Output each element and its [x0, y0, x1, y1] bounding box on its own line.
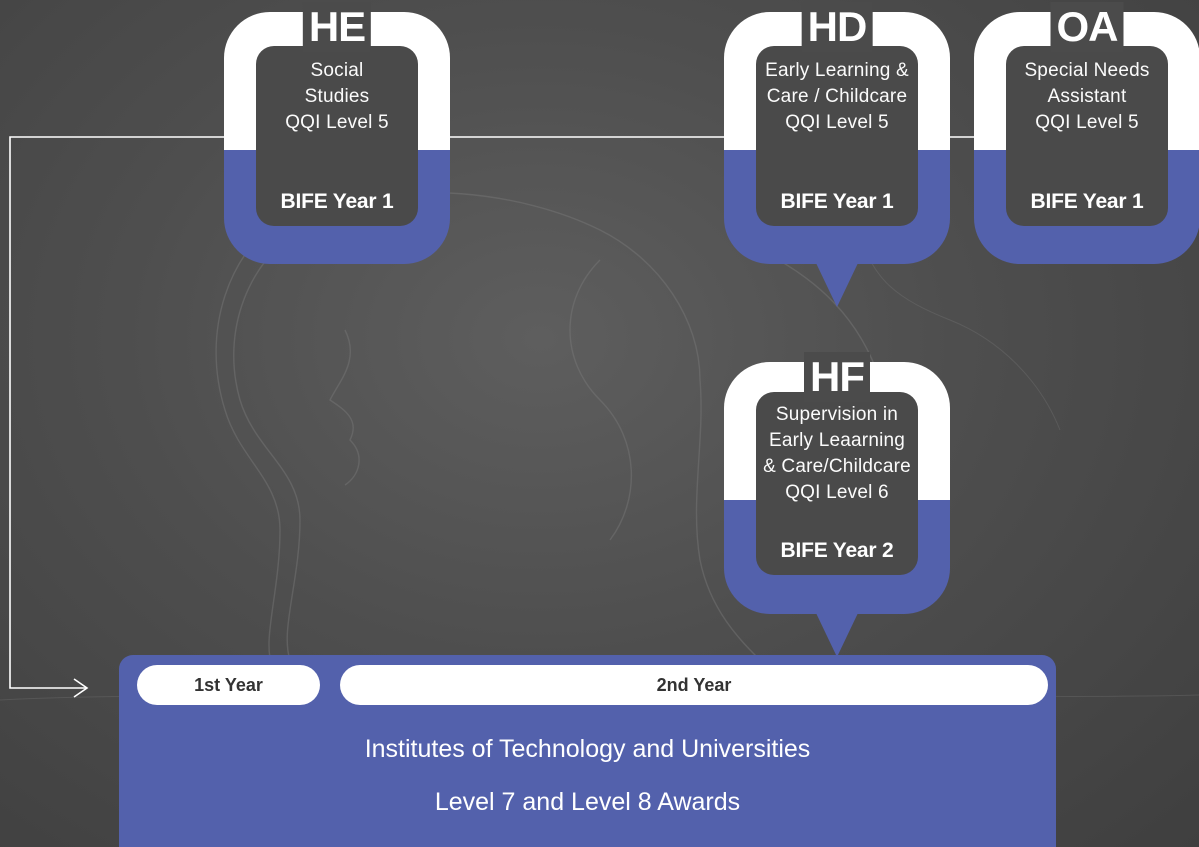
course-level: QQI Level 6: [785, 482, 889, 503]
path-to-awards-line: [9, 136, 224, 689]
pointer-down-icon: [816, 263, 858, 307]
course-year: BIFE Year 2: [780, 539, 894, 562]
first-year-tab[interactable]: 1st Year: [137, 665, 320, 705]
course-title-line: Early Learning &: [765, 60, 909, 81]
course-year: BIFE Year 1: [280, 190, 394, 213]
course-panel: Supervision in Early Leaarning & Care/Ch…: [756, 392, 918, 575]
course-title-line: Assistant: [1047, 86, 1127, 107]
course-title-line: Studies: [304, 86, 370, 107]
course-title-line: Social: [310, 60, 364, 81]
course-year: BIFE Year 1: [780, 190, 894, 213]
course-title-line: Care / Childcare: [766, 86, 908, 107]
course-card-hd[interactable]: Early Learning & Care / Childcare QQI Le…: [724, 2, 950, 307]
course-panel: Early Learning & Care / Childcare QQI Le…: [756, 46, 918, 226]
course-title-line: Early Leaarning: [768, 430, 906, 451]
course-code: HD: [801, 2, 873, 52]
course-panel: Social Studies QQI Level 5 BIFE Year 1: [256, 46, 418, 226]
course-title-line: & Care/Childcare: [763, 456, 911, 477]
arrow-head-icon: [73, 678, 89, 698]
course-code: OA: [1050, 2, 1124, 52]
awards-levels-text: Level 7 and Level 8 Awards: [434, 788, 741, 816]
course-card-hf[interactable]: Supervision in Early Leaarning & Care/Ch…: [724, 352, 950, 657]
course-card-oa[interactable]: Special Needs Assistant QQI Level 5 BIFE…: [974, 2, 1199, 264]
course-title-line: Special Needs: [1024, 60, 1150, 81]
second-year-tab[interactable]: 2nd Year: [340, 665, 1048, 705]
course-level: QQI Level 5: [1035, 112, 1139, 133]
course-title-line: Supervision in: [775, 404, 899, 425]
course-code: HE: [302, 2, 372, 52]
pointer-down-icon: [816, 613, 858, 657]
course-card-he[interactable]: Social Studies QQI Level 5 BIFE Year 1 H…: [224, 2, 450, 264]
awards-institutions-text: Institutes of Technology and Universitie…: [364, 735, 811, 763]
course-code: HF: [804, 352, 870, 402]
course-panel: Special Needs Assistant QQI Level 5 BIFE…: [1006, 46, 1168, 226]
awards-panel: 1st Year 2nd Year Institutes of Technolo…: [119, 655, 1056, 847]
course-level: QQI Level 5: [785, 112, 889, 133]
course-level: QQI Level 5: [285, 112, 389, 133]
course-year: BIFE Year 1: [1030, 190, 1144, 213]
